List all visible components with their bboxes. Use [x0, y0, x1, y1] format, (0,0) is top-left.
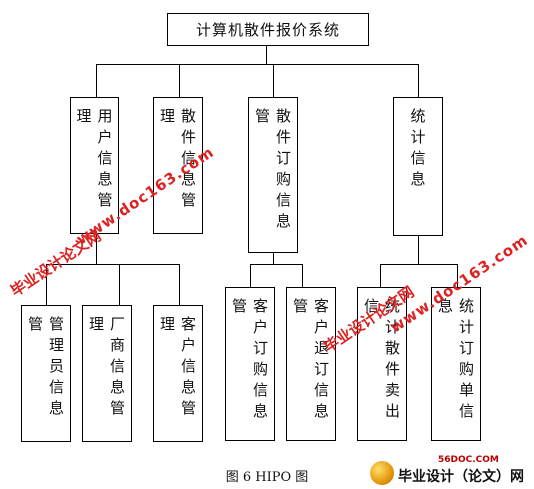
globe-icon — [370, 461, 394, 485]
node-vendor-info-label: 厂商信息管理 — [87, 316, 126, 421]
node-admin-info: 管理员信息管 — [21, 305, 71, 442]
root-node: 计算机散件报价系统 — [167, 13, 369, 46]
node-user-info: 用户信息管理 — [70, 97, 119, 234]
node-stats-info: 统计信息 — [393, 97, 443, 236]
node-customer-order: 客户订购信息管 — [225, 287, 275, 441]
connector-level1-bus — [96, 64, 419, 65]
connector-to-customer — [179, 264, 180, 306]
connector-to-stats-orders — [457, 264, 458, 288]
connector-stats-bus — [380, 264, 458, 265]
node-stats-orders-label: 统计订购单信息 — [436, 298, 475, 424]
connector-to-cust-order — [250, 264, 251, 288]
logo-name: 毕业设计（论文）网 — [398, 469, 524, 485]
connector-order-down — [273, 252, 274, 265]
logo-site: 56DOC.COM — [438, 455, 499, 465]
connector-to-admin — [46, 264, 47, 306]
node-stats-sold: 统计散件卖出信 — [357, 287, 407, 441]
node-vendor-info: 厂商信息管理 — [82, 305, 132, 442]
node-customer-cancel-label: 客户退订信息管 — [291, 298, 330, 424]
connector-to-stats-sold — [380, 264, 381, 288]
figure-caption: 图 6 HIPO 图 — [225, 470, 309, 485]
node-customer-order-label: 客户订购信息管 — [230, 298, 269, 424]
node-customer-info: 客户信息管理 — [153, 305, 203, 442]
node-stats-orders: 统计订购单信息 — [431, 287, 481, 441]
connector-to-parts — [179, 64, 180, 98]
node-order-info: 散件订购信息管 — [248, 97, 298, 253]
connector-user-down — [96, 233, 97, 265]
connector-user-bus — [46, 264, 180, 265]
root-label: 计算机散件报价系统 — [195, 21, 340, 39]
connector-to-stats — [418, 64, 419, 98]
node-stats-info-label: 统计信息 — [408, 108, 427, 192]
node-customer-info-label: 客户信息管理 — [158, 316, 197, 421]
connector-stats-down — [418, 235, 419, 265]
connector-root-down — [266, 45, 267, 65]
connector-to-vendor — [119, 264, 120, 306]
connector-to-user — [96, 64, 97, 98]
connector-order-bus — [250, 264, 303, 265]
node-order-info-label: 散件订购信息管 — [253, 108, 292, 234]
node-admin-info-label: 管理员信息管 — [26, 316, 65, 421]
node-parts-info-label: 散件信息管理 — [158, 108, 197, 213]
node-stats-sold-label: 统计散件卖出信 — [362, 298, 401, 424]
node-user-info-label: 用户信息管理 — [74, 108, 114, 213]
site-logo: 56DOC.COM 毕业设计（论文）网 — [368, 455, 532, 487]
node-customer-cancel: 客户退订信息管 — [286, 287, 336, 441]
connector-to-order — [273, 64, 274, 98]
node-parts-info: 散件信息管理 — [153, 97, 203, 234]
connector-to-cust-cancel — [302, 264, 303, 288]
